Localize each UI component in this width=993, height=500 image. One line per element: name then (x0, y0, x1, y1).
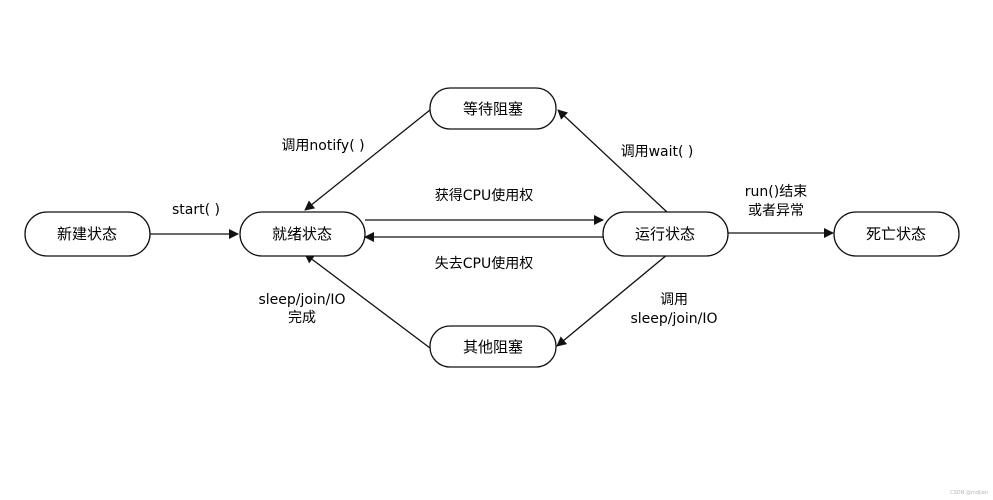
node-dead-label: 死亡状态 (866, 225, 926, 243)
watermark-text: CSDN @mdjian (950, 490, 988, 496)
node-new-label: 新建状态 (57, 225, 117, 243)
node-running-label: 运行状态 (635, 225, 695, 243)
node-ready: 就绪状态 (239, 211, 366, 257)
node-running: 运行状态 (602, 211, 729, 257)
edge-notify-arrow (304, 109, 431, 211)
edge-label-io-done-line2: 完成 (288, 310, 316, 326)
node-dead: 死亡状态 (833, 211, 960, 257)
edge-label-run-end-line1: run()结束 (745, 184, 807, 200)
node-other-blocked: 其他阻塞 (429, 325, 557, 368)
edge-label-get-cpu: 获得CPU使用权 (435, 187, 533, 204)
edge-label-run-end-line2: 或者异常 (748, 203, 804, 219)
node-ready-label: 就绪状态 (272, 225, 332, 243)
edge-label-wait: 调用wait( ) (621, 144, 694, 160)
edge-label-call-io-line2: sleep/join/IO (630, 311, 717, 327)
edge-label-call-io-line1: 调用 (660, 292, 688, 308)
node-other-blocked-label: 其他阻塞 (463, 338, 523, 356)
node-wait-blocked: 等待阻塞 (429, 87, 557, 130)
edge-label-lose-cpu: 失去CPU使用权 (435, 255, 533, 272)
edge-label-io-done-line1: sleep/join/IO (258, 292, 345, 308)
edge-label-notify: 调用notify( ) (281, 138, 364, 154)
edge-call-io-arrow (556, 253, 669, 347)
edge-io-done-arrow (304, 253, 431, 349)
edge-wait-arrow (557, 109, 669, 214)
edge-label-start: start( ) (172, 202, 220, 218)
node-new: 新建状态 (24, 211, 151, 257)
node-wait-blocked-label: 等待阻塞 (463, 100, 523, 118)
